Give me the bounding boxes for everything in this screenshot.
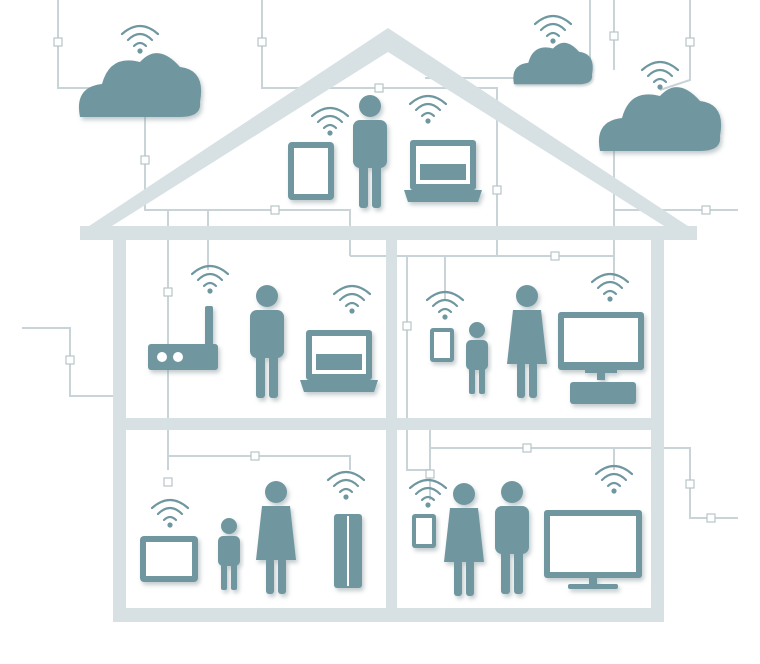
- cloud-icon: [598, 87, 722, 151]
- wifi-icon: [408, 478, 448, 509]
- phone-icon: [430, 328, 454, 362]
- router-icon: [148, 306, 218, 370]
- attic-room: [288, 94, 482, 208]
- television-icon: [544, 510, 642, 589]
- bottom-left-room: [140, 470, 366, 594]
- tablet-icon: [288, 142, 334, 200]
- cloud-icon: [78, 53, 202, 117]
- desktop-computer-icon: [558, 312, 644, 404]
- adult-icon: [353, 95, 387, 208]
- wifi-icon: [408, 94, 448, 125]
- tablet-icon: [140, 536, 198, 582]
- house-outline: [80, 28, 697, 622]
- wifi-icon: [590, 272, 630, 303]
- wifi-icon: [120, 24, 160, 55]
- wifi-icon: [190, 264, 230, 295]
- wifi-icon: [150, 498, 190, 529]
- adult-icon: [256, 481, 296, 594]
- media-device-icon: [334, 514, 362, 588]
- adult-icon: [507, 285, 547, 398]
- wifi-icon: [594, 464, 634, 495]
- child-icon: [466, 322, 488, 394]
- middle-left-room: [148, 264, 378, 398]
- wifi-icon: [310, 106, 350, 137]
- laptop-icon: [404, 140, 482, 202]
- middle-right-room: [425, 272, 644, 404]
- cloud-icon: [513, 42, 593, 85]
- wifi-icon: [533, 14, 573, 45]
- wifi-icon: [332, 284, 372, 315]
- laptop-icon: [300, 330, 378, 392]
- child-icon: [218, 518, 240, 590]
- wire-junctions: [53, 31, 716, 523]
- bottom-right-room: [408, 464, 642, 596]
- adult-icon: [250, 285, 284, 398]
- wifi-icon: [326, 470, 366, 501]
- phone-icon: [412, 514, 436, 548]
- adult-icon: [444, 483, 484, 596]
- adult-icon: [495, 481, 529, 594]
